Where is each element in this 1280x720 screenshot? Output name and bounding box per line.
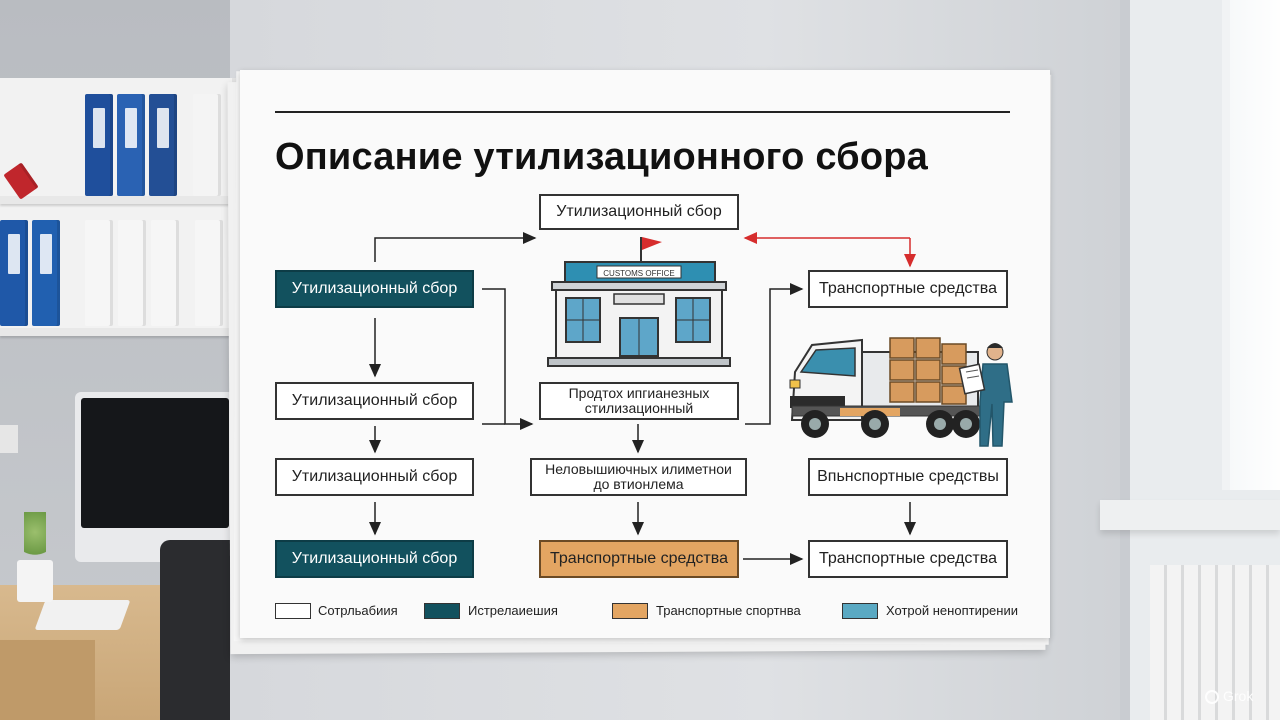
keyboard <box>34 600 131 630</box>
binder <box>193 94 221 196</box>
poster-title: Описание утилизационного сбора <box>275 136 929 178</box>
box-left-2: Утилизационный сбор <box>275 382 474 420</box>
box-center-mid: Продтох ипгианезных стилизационный <box>539 382 739 420</box>
legend-swatch-teal <box>424 603 460 619</box>
legend-label-3: Транспортные спортнва <box>656 603 801 618</box>
box-top-center: Утилизационный сбор <box>539 194 739 230</box>
legend-swatch-lightblue <box>842 603 878 619</box>
binder <box>195 220 223 326</box>
binder <box>0 220 28 326</box>
binder <box>85 220 113 326</box>
shelf-board <box>0 196 232 204</box>
binder <box>3 162 39 200</box>
plant <box>24 512 46 562</box>
box-left-3: Утилизационный сбор <box>275 458 474 496</box>
plant-pot <box>17 560 53 602</box>
desk-drawer <box>0 640 95 720</box>
legend-swatch-orange <box>612 603 648 619</box>
legend-label-4: Хотрой неноптирении <box>886 603 1018 618</box>
legend-label-1: Сотрльабиия <box>318 603 398 618</box>
shelf-board <box>0 328 232 336</box>
office-chair <box>160 540 230 720</box>
desktop-monitor <box>75 392 235 562</box>
binder <box>151 220 179 326</box>
binder <box>118 220 146 326</box>
binder <box>85 94 113 196</box>
window-sill <box>1100 500 1280 530</box>
legend-label-2: Истрелаиешия <box>468 603 558 618</box>
binder <box>149 94 177 196</box>
grok-logo-icon <box>1205 690 1219 704</box>
box-center-low: Неловышиючных илиметнои до втионлема <box>530 458 747 496</box>
box-center-bottom: Транспортные средства <box>539 540 739 578</box>
binder <box>117 94 145 196</box>
watermark-text: Grok <box>1223 688 1254 704</box>
window-glass <box>1222 0 1280 490</box>
legend-swatch-white <box>275 603 311 619</box>
box-left-1: Утилизационный сбор <box>275 270 474 308</box>
binder <box>32 220 60 326</box>
poster-top-rule <box>275 111 1010 113</box>
box-right-mid: Впьнспортные средствы <box>808 458 1008 496</box>
watermark: Grok <box>1205 688 1253 704</box>
bookshelf <box>0 78 236 336</box>
box-left-4: Утилизационный сбор <box>275 540 474 578</box>
box-right-bottom: Транспортные средства <box>808 540 1008 578</box>
box-right-top: Транспортные средства <box>808 270 1008 308</box>
light-switch <box>0 425 18 453</box>
